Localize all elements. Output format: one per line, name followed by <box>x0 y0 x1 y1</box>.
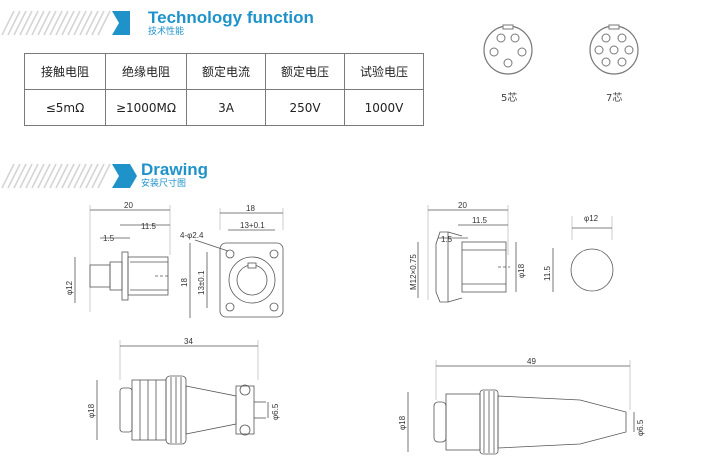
dim-thread: M12×0.75 <box>409 254 418 290</box>
stripe-pattern <box>1 10 111 36</box>
pin-label-5: 5芯 <box>501 93 518 104</box>
plug-straight-view: 49 φ18 φ6.5 <box>398 357 645 455</box>
dim-34: 34 <box>184 337 193 346</box>
dim-1-5-nut: 1.5 <box>441 235 453 244</box>
value-cell: 3A <box>186 89 266 126</box>
dim-11-5-v-nut: 11.5 <box>543 265 552 281</box>
table-header-row: 接触电阻 绝缘电阻 额定电流 额定电压 试验电压 <box>24 53 424 90</box>
technology-subtitle: 技术性能 <box>148 27 185 37</box>
header-cell: 绝缘电阻 <box>105 53 187 90</box>
dim-20-nut: 20 <box>458 201 467 210</box>
header-cell: 接触电阻 <box>24 53 106 90</box>
value-cell: ≥1000MΩ <box>105 89 187 126</box>
dim-phi-6-5-straight: φ6.5 <box>636 419 645 436</box>
technology-title: Technology function <box>148 8 314 27</box>
blue-arrow-icon <box>112 11 130 35</box>
dim-13: 13+0.1 <box>240 221 265 230</box>
dim-11-5-nut: 11.5 <box>472 216 488 225</box>
dim-holes: 4-φ2.4 <box>180 231 204 240</box>
nut-front-view: φ12 11.5 <box>543 214 614 292</box>
dim-phi-18-plug: φ18 <box>87 403 96 418</box>
header-cell: 额定电压 <box>265 53 345 90</box>
pin-diagram-5 <box>483 24 533 75</box>
dim-20: 20 <box>124 201 133 210</box>
plug-clamp-view: 34 φ18 φ6.5 <box>87 337 280 445</box>
stripe-pattern <box>1 163 111 189</box>
drawing-section-marker <box>1 163 137 189</box>
value-cell: 1000V <box>344 89 424 126</box>
blue-arrow-icon <box>112 164 137 188</box>
value-cell: ≤5mΩ <box>24 89 106 126</box>
spec-table: 接触电阻 绝缘电阻 额定电流 额定电压 试验电压 ≤5mΩ ≥1000MΩ 3A… <box>24 53 424 126</box>
pin-diagram-7 <box>589 24 639 75</box>
receptacle-front-view: 18 13+0.1 4-φ2.4 18 13±0.1 <box>180 204 284 318</box>
table-row: ≤5mΩ ≥1000MΩ 3A 250V 1000V <box>24 89 424 126</box>
drawing-subtitle: 安装尺寸图 <box>141 179 187 189</box>
pin-label-7: 7芯 <box>606 93 623 104</box>
dim-11-5: 11.5 <box>141 222 157 231</box>
dim-18-v: 18 <box>180 278 189 287</box>
dim-phi-18-nut: φ18 <box>517 263 526 278</box>
dim-49: 49 <box>527 357 536 366</box>
dim-phi-12-nut: φ12 <box>584 214 599 223</box>
dim-1-5: 1.5 <box>103 234 115 243</box>
dim-phi-18-straight: φ18 <box>398 415 407 430</box>
technology-section-marker <box>1 10 130 36</box>
header-cell: 试验电压 <box>344 53 424 90</box>
value-cell: 250V <box>265 89 345 126</box>
nut-side-view: 20 11.5 1.5 M12×0.75 φ18 <box>409 201 526 303</box>
dim-phi-6-5-plug: φ6.5 <box>271 403 280 420</box>
dim-phi-12: φ12 <box>65 280 74 295</box>
dim-18: 18 <box>246 204 255 213</box>
receptacle-side-view: 20 11.5 1.5 φ12 <box>65 201 171 312</box>
dim-13-v: 13±0.1 <box>197 270 206 295</box>
drawing-title: Drawing <box>141 160 209 179</box>
